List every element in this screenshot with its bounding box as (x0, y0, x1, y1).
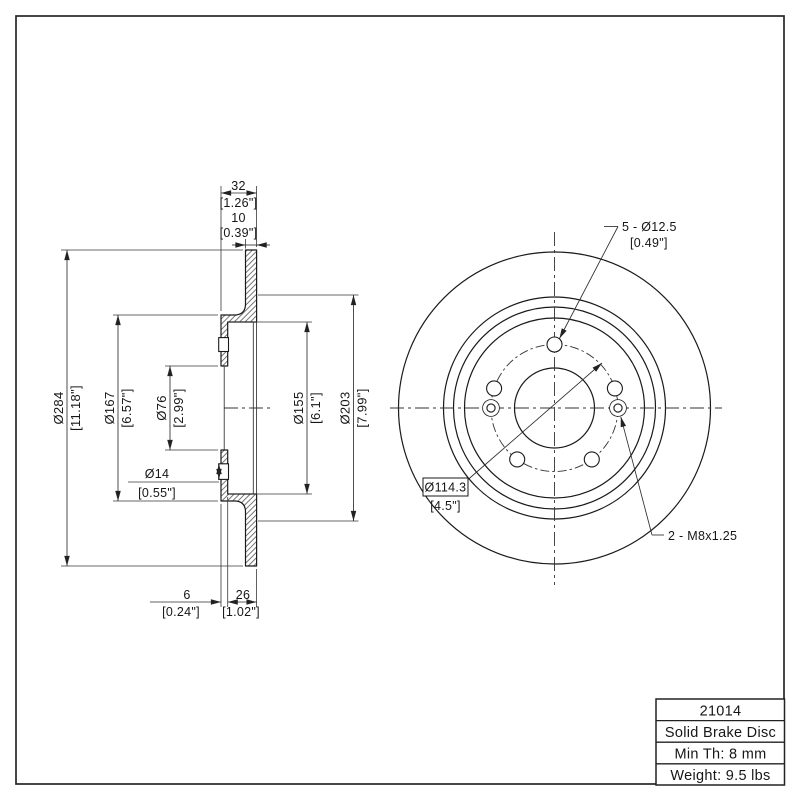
label-hat-depth-in: [1.02"] (222, 605, 260, 619)
label-hat-diameter-mm: Ø167 (102, 391, 117, 424)
label-flange-thickness-in: [0.24"] (162, 605, 200, 619)
lug-hole-lower-right (583, 451, 600, 468)
thread-hole-left (482, 399, 500, 417)
leader-bolt-circle (467, 362, 603, 481)
label-center-bore-in: [2.99"] (171, 388, 186, 427)
label-flange-thickness-mm: 6 (183, 588, 190, 602)
label-hole-diameter-mm: Ø14 (145, 467, 170, 481)
lug-hole-lower-left (509, 451, 526, 468)
label-outer-diameter-mm: Ø284 (51, 391, 66, 424)
label-overall-width-in: [1.26"] (220, 196, 258, 210)
label-lug-holes-in: [0.49"] (630, 236, 668, 250)
label-pad-diameter-mm: Ø203 (338, 391, 353, 424)
part-description: Solid Brake Disc (665, 725, 776, 741)
bolt-circle-label-box (422, 477, 469, 497)
thread-hole-right (609, 399, 627, 417)
label-bolt-circle-in: [4.5"] (430, 499, 461, 513)
label-plate-thickness-mm: 10 (231, 211, 246, 225)
min-thickness: Min Th: 8 mm (675, 747, 767, 763)
label-inner-diameter-in: [6.1"] (308, 392, 323, 424)
label-hole-diameter-in: [0.55"] (138, 486, 176, 500)
front-view: 5 - Ø12.5 [0.49"] Ø114.3 [4.5"] 2 - M8x1… (390, 220, 737, 585)
label-pad-diameter-in: [7.99"] (355, 388, 370, 427)
leader-thread-holes (620, 416, 653, 536)
section-bolt-hole-top (218, 337, 230, 353)
label-hat-diameter-in: [6.57"] (119, 388, 134, 427)
section-bolt-hole-bottom (218, 463, 230, 480)
lug-hole-upper-right (606, 380, 623, 397)
label-lug-holes: 5 - Ø12.5 (622, 220, 677, 234)
label-plate-thickness-in: [0.39"] (220, 226, 258, 240)
extension-lines (61, 186, 359, 607)
title-block: 21014 Solid Brake Disc Min Th: 8 mm Weig… (655, 698, 786, 786)
label-bolt-circle: Ø114.3 (425, 481, 467, 495)
lug-hole-top (546, 336, 563, 353)
page-border (15, 15, 785, 785)
part-number: 21014 (700, 704, 742, 720)
label-inner-diameter-mm: Ø155 (291, 391, 306, 424)
label-center-bore-mm: Ø76 (154, 395, 169, 420)
section-view: Ø284 [11.18"] Ø167 [6.57"] Ø76 [2.99"] Ø… (51, 179, 370, 619)
lug-hole-upper-left (486, 380, 503, 397)
label-hat-depth-mm: 26 (236, 588, 251, 602)
label-overall-width-mm: 32 (231, 179, 246, 193)
weight: Weight: 9.5 lbs (670, 768, 770, 784)
leader-lug-holes (559, 226, 619, 339)
label-thread-holes: 2 - M8x1.25 (668, 529, 737, 543)
label-outer-diameter-in: [11.18"] (68, 385, 83, 431)
title-block-dividers (656, 719, 785, 765)
